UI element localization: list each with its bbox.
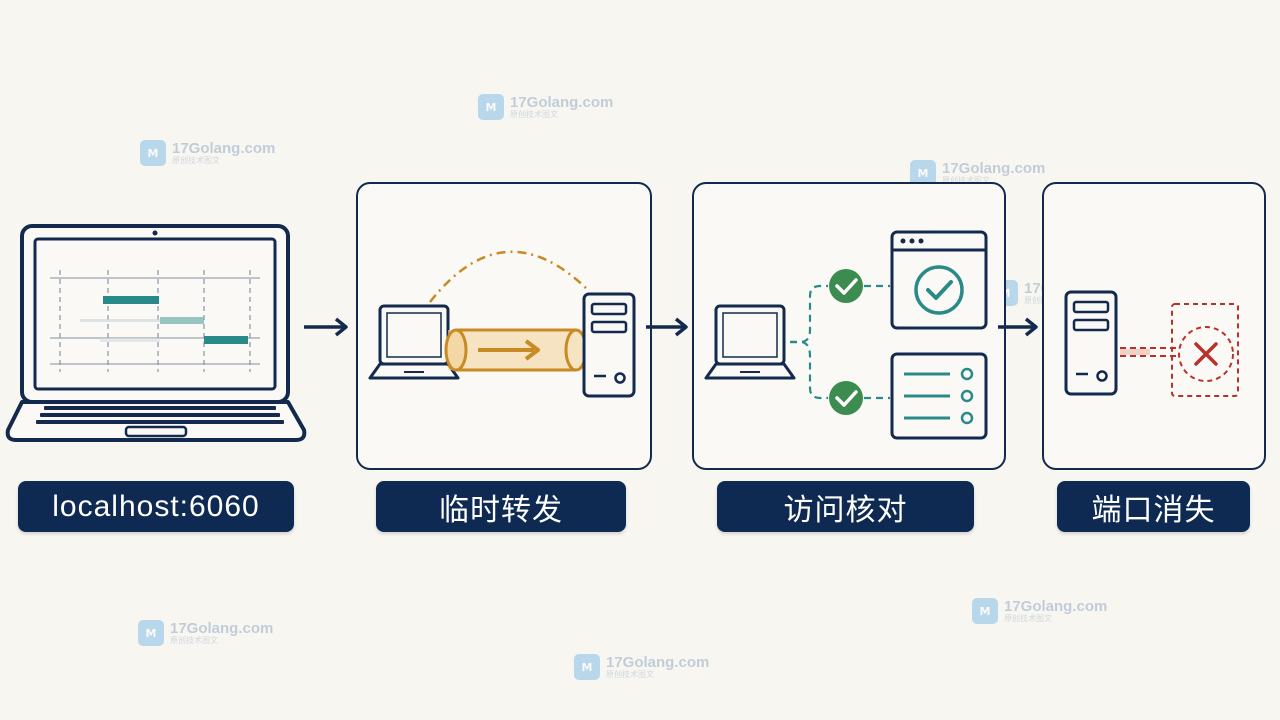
- watermark-logo-icon: M: [138, 620, 164, 646]
- access-check-illustration: [704, 230, 988, 440]
- laptop-icon: [704, 304, 796, 380]
- port-forward-illustration: [368, 250, 636, 398]
- x-circle-icon: [1171, 303, 1239, 397]
- arrow-right-icon: [304, 317, 348, 337]
- watermark-logo-icon: M: [910, 160, 936, 186]
- watermark-subtext: 原创技术图文: [172, 155, 220, 165]
- local-laptop-illustration: [5, 224, 307, 442]
- access-verification-panel: [692, 182, 1006, 470]
- watermark-logo-icon: M: [972, 598, 998, 624]
- temporary-forwarding-panel: [356, 182, 652, 470]
- watermark-subtext: 原创技术图文: [1004, 613, 1052, 623]
- watermark-subtext: 原创技术图文: [942, 175, 990, 185]
- watermark-subtext: 原创技术图文: [170, 635, 218, 645]
- window-check-icon: [890, 230, 988, 330]
- step-label-temporary-forward: 临时转发: [376, 481, 626, 532]
- step-label-localhost: localhost:6060: [18, 481, 294, 532]
- server-icon: [582, 292, 636, 398]
- arrow-right-icon: [646, 317, 688, 337]
- watermark-subtext: 原创技术图文: [606, 669, 654, 679]
- watermark-subtext: 原创技术图文: [510, 109, 558, 119]
- step-label-port-closed: 端口消失: [1057, 481, 1250, 532]
- step-label-access-check: 访问核对: [717, 481, 974, 532]
- port-closed-illustration: [1064, 290, 1239, 397]
- list-icon: [890, 352, 988, 440]
- watermark-text: 17Golang.com: [606, 653, 710, 671]
- check-icon: [829, 269, 863, 303]
- watermark-text: 17Golang.com: [510, 93, 614, 111]
- watermark-logo-icon: M: [574, 654, 600, 680]
- tunnel-icon: [444, 328, 588, 372]
- server-icon: [1064, 290, 1118, 396]
- arrow-right-icon: [998, 317, 1038, 337]
- watermark-text: 17Golang.com: [1004, 597, 1108, 615]
- watermark-text: 17Golang.com: [170, 619, 274, 637]
- watermark-text: 17Golang.com: [172, 139, 276, 157]
- watermark-logo-icon: M: [140, 140, 166, 166]
- watermark-text: 17Golang.com: [942, 159, 1046, 177]
- port-closed-panel: [1042, 182, 1266, 470]
- check-icon: [829, 381, 863, 415]
- laptop-icon: [368, 304, 460, 380]
- watermark-logo-icon: M: [478, 94, 504, 120]
